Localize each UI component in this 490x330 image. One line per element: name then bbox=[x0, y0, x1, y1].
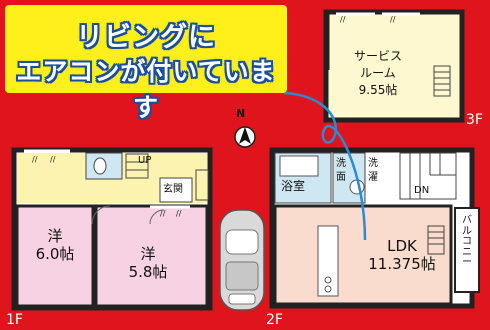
kitchen-counter bbox=[317, 225, 339, 297]
car bbox=[219, 209, 265, 311]
western-room-2-name: 洋 bbox=[140, 245, 156, 263]
entrance bbox=[159, 177, 193, 203]
service-room-size: 9.55帖 bbox=[358, 83, 398, 97]
stairs-3f bbox=[433, 65, 451, 97]
compass-icon bbox=[234, 126, 256, 148]
service-room-label-1: サービス bbox=[353, 49, 402, 63]
stairs-2f bbox=[399, 152, 457, 200]
svg-text://: // bbox=[160, 209, 166, 218]
svg-text://: // bbox=[390, 15, 396, 24]
aircon-callout: リビングに エアコンが付いています bbox=[5, 5, 287, 122]
laundry-label-2: 濯 bbox=[368, 172, 378, 183]
toilet-icon bbox=[93, 157, 107, 175]
balcony bbox=[454, 207, 480, 293]
entrance-label: 玄関 bbox=[163, 184, 183, 195]
western-room-1 bbox=[15, 204, 95, 308]
floor-2f bbox=[269, 147, 480, 309]
floor-label-3f: 3F bbox=[466, 112, 483, 128]
svg-text://: // bbox=[340, 15, 346, 24]
western-room-2-size: 5.8帖 bbox=[128, 263, 168, 281]
balcony-label: バルコニー bbox=[462, 215, 472, 268]
bathroom-label: 浴室 bbox=[281, 179, 306, 193]
stairs-1f bbox=[125, 153, 209, 201]
laundry-label-1: 洗 bbox=[368, 158, 378, 169]
western-room-1-size: 6.0帖 bbox=[35, 245, 75, 263]
svg-text://: // bbox=[32, 155, 38, 164]
stairs-ldk bbox=[427, 225, 445, 255]
floor-label-1f: 1F bbox=[6, 312, 23, 328]
western-room-1-name: 洋 bbox=[47, 227, 63, 245]
floor-1f: // // // // bbox=[11, 147, 213, 311]
svg-text://: // bbox=[50, 155, 56, 164]
callout-line-1: リビングに bbox=[76, 22, 216, 53]
washroom-label-1: 洗 bbox=[336, 158, 346, 169]
bathtub-icon bbox=[279, 155, 319, 177]
down-label: DN bbox=[414, 185, 430, 196]
compass-north-label: N bbox=[236, 107, 246, 120]
ldk-size: 11.375帖 bbox=[368, 255, 436, 273]
callout-line-2: エアコンが付いています bbox=[16, 57, 276, 122]
up-label: UP bbox=[138, 155, 152, 166]
washroom-label-2: 面 bbox=[336, 172, 346, 183]
floor-3f: // // bbox=[323, 9, 465, 123]
washroom bbox=[332, 152, 366, 204]
aircon-indicator-line bbox=[283, 91, 367, 241]
service-room-label-2: ルーム bbox=[360, 66, 396, 80]
washing-machine-icon bbox=[349, 179, 365, 195]
floor-label-2f: 2F bbox=[266, 312, 283, 328]
ldk-label: LDK bbox=[387, 237, 417, 255]
svg-text://: // bbox=[176, 209, 182, 218]
